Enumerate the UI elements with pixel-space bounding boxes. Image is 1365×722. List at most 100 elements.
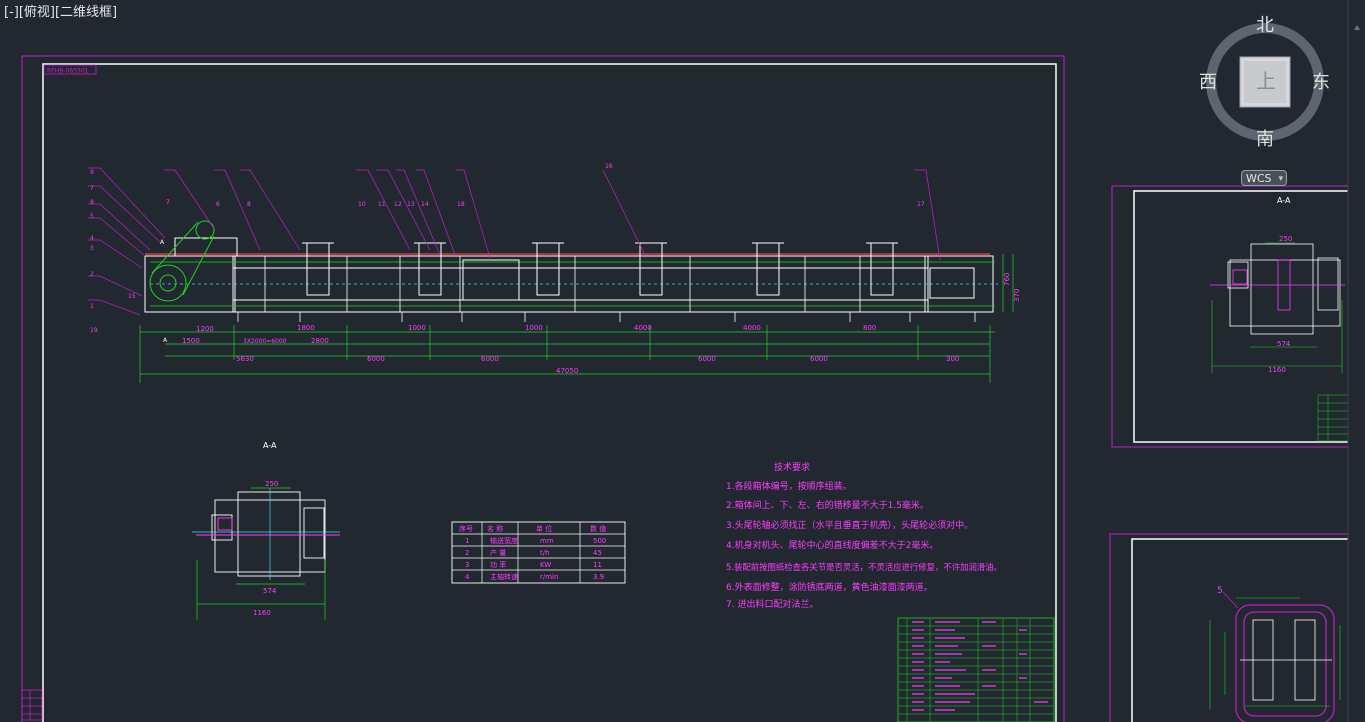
param-header-name: 名 称 (487, 524, 503, 533)
side-bottom-leader: 5 (1217, 586, 1223, 596)
param-cell: 3.9 (593, 573, 604, 581)
drawing-code: RPHB-065501 (47, 68, 89, 75)
viewcube-north[interactable]: 北 (1256, 15, 1274, 36)
svg-text:A: A (160, 239, 165, 246)
dim-1500: 1500 (182, 337, 200, 345)
dim-4000-b: 4000 (743, 324, 761, 332)
parameter-table: 序号 名 称 单 位 数 值 1 输送宽度 mm 500 2 产 量 t/h 4… (451, 521, 626, 584)
left-edge-block (21, 689, 43, 721)
param-cell: r/min (540, 573, 558, 581)
param-cell: 产 量 (490, 548, 506, 557)
param-cell: t/h (540, 549, 550, 557)
dim-300: 300 (946, 355, 959, 363)
svg-text:7: 7 (90, 185, 94, 192)
param-cell: 45 (593, 549, 602, 557)
viewport-controls-label[interactable]: [-][俯视][二维线框] (4, 5, 118, 20)
side-sheet-top: A-A 250 574 1160 (1111, 185, 1365, 448)
svg-text:A: A (163, 337, 168, 344)
dim-47050: 47050 (556, 367, 578, 375)
tech-req-title: 技术要求 (774, 461, 810, 473)
param-cell: 3 (465, 561, 469, 569)
wcs-label: WCS (1246, 172, 1272, 185)
dim-6000-d: 6000 (810, 355, 828, 363)
param-cell: 4 (465, 573, 470, 581)
dim-1000-a: 1000 (408, 324, 426, 332)
param-cell: 500 (593, 537, 606, 545)
side-sheet-bottom: 5 (1109, 533, 1365, 722)
param-cell: 1 (465, 537, 469, 545)
svg-text:8: 8 (247, 201, 251, 208)
right-edge-strip (1348, 0, 1365, 722)
side-top-dim-1160: 1160 (1268, 366, 1286, 374)
section-aa-dim-574: 574 (263, 587, 277, 595)
svg-text:1: 1 (90, 303, 94, 310)
chevron-down-icon: ▾ (1278, 174, 1283, 184)
param-header-no: 序号 (459, 524, 473, 533)
tech-req-item: 3.头尾轮轴必须找正（水平且垂直于机壳），头尾轮必须对中。 (726, 519, 973, 531)
main-sheet-outer-frame (21, 55, 1065, 722)
tech-req-item: 7. 进出料口配对法兰。 (726, 598, 818, 610)
param-cell: 2 (465, 549, 469, 557)
param-header-unit: 单 位 (536, 524, 552, 533)
svg-text:17: 17 (917, 201, 925, 208)
svg-text:13: 13 (407, 201, 415, 208)
bill-of-materials (897, 617, 1055, 722)
svg-text:14: 14 (421, 201, 429, 208)
svg-text:2: 2 (90, 271, 94, 278)
svg-text:18: 18 (457, 201, 465, 208)
dim-6000-a: 6000 (367, 355, 385, 363)
dim-6000-b: 6000 (481, 355, 499, 363)
section-aa-title: A-A (263, 441, 277, 450)
param-header-value: 数 值 (590, 524, 606, 533)
technical-requirements: 技术要求 1.各段箱体编号，按顺序组装。 2.箱体间上、下、左、右的错移量不大于… (726, 461, 1002, 610)
svg-text:5: 5 (90, 213, 94, 220)
param-cell: KW (540, 561, 551, 569)
param-cell: 主轴转速 (490, 572, 518, 581)
tech-req-item: 2.箱体间上、下、左、右的错移量不大于1.5毫米。 (726, 499, 929, 511)
dim-1200: 1200 (196, 325, 214, 333)
section-aa-dim-250: 250 (265, 480, 278, 488)
dim-6000-c: 6000 (698, 355, 716, 363)
viewcube-west[interactable]: 西 (1199, 72, 1217, 93)
drawing-code-box (43, 64, 97, 75)
side-top-dim-574: 574 (1277, 340, 1291, 348)
param-cell: 功 率 (490, 560, 506, 569)
dim-800: 800 (863, 324, 876, 332)
dim-1800: 1800 (297, 324, 315, 332)
viewcube-top-label[interactable]: 上 (1256, 69, 1276, 93)
dim-2800: 2800 (311, 337, 329, 345)
svg-text:7: 7 (166, 199, 170, 206)
dim-370: 370 (1013, 289, 1021, 302)
main-sheet-inner-frame (42, 63, 1057, 722)
dim-5630: 5630 (236, 355, 254, 363)
svg-text:15: 15 (128, 293, 136, 300)
side-top-dim-250: 250 (1279, 235, 1292, 243)
svg-text:10: 10 (358, 201, 366, 208)
tech-req-item: 6.外表面修整，涂防锈底两道，黄色油漆面漆两道。 (726, 581, 933, 593)
param-cell: 11 (593, 561, 602, 569)
dim-760: 760 (1003, 273, 1011, 286)
section-aa-view: A-A 250 574 1160 (192, 441, 340, 620)
wcs-menu-button[interactable]: WCS ▾ (1241, 170, 1287, 186)
dim-4000-a: 4000 (634, 324, 652, 332)
dim-3x2000: 3X2000=6000 (243, 338, 287, 345)
tech-req-item: 1.各段箱体编号，按顺序组装。 (726, 480, 852, 492)
viewcube-south[interactable]: 南 (1256, 129, 1274, 150)
viewcube-east[interactable]: 东 (1312, 72, 1330, 93)
svg-text:9: 9 (90, 169, 94, 176)
svg-text:12: 12 (394, 201, 402, 208)
svg-text:3: 3 (90, 245, 94, 252)
dim-1000-b: 1000 (525, 324, 543, 332)
svg-text:19: 19 (90, 327, 98, 334)
side-top-title: A-A (1277, 196, 1291, 205)
svg-text:6: 6 (216, 201, 220, 208)
section-aa-dim-1160: 1160 (253, 609, 271, 617)
param-cell: mm (540, 537, 554, 545)
tech-req-item: 5.装配前按图纸检查各关节是否灵活，不灵活应进行修复，不许加润滑油。 (726, 562, 1002, 572)
param-cell: 输送宽度 (490, 536, 518, 545)
scroll-up-arrow-icon[interactable] (1354, 25, 1360, 30)
viewcube[interactable] (1206, 23, 1324, 141)
svg-text:4: 4 (90, 235, 94, 242)
conveyor-elevation-view: 1200 1500 1800 3X2000=6000 2800 1000 100… (88, 163, 1021, 383)
